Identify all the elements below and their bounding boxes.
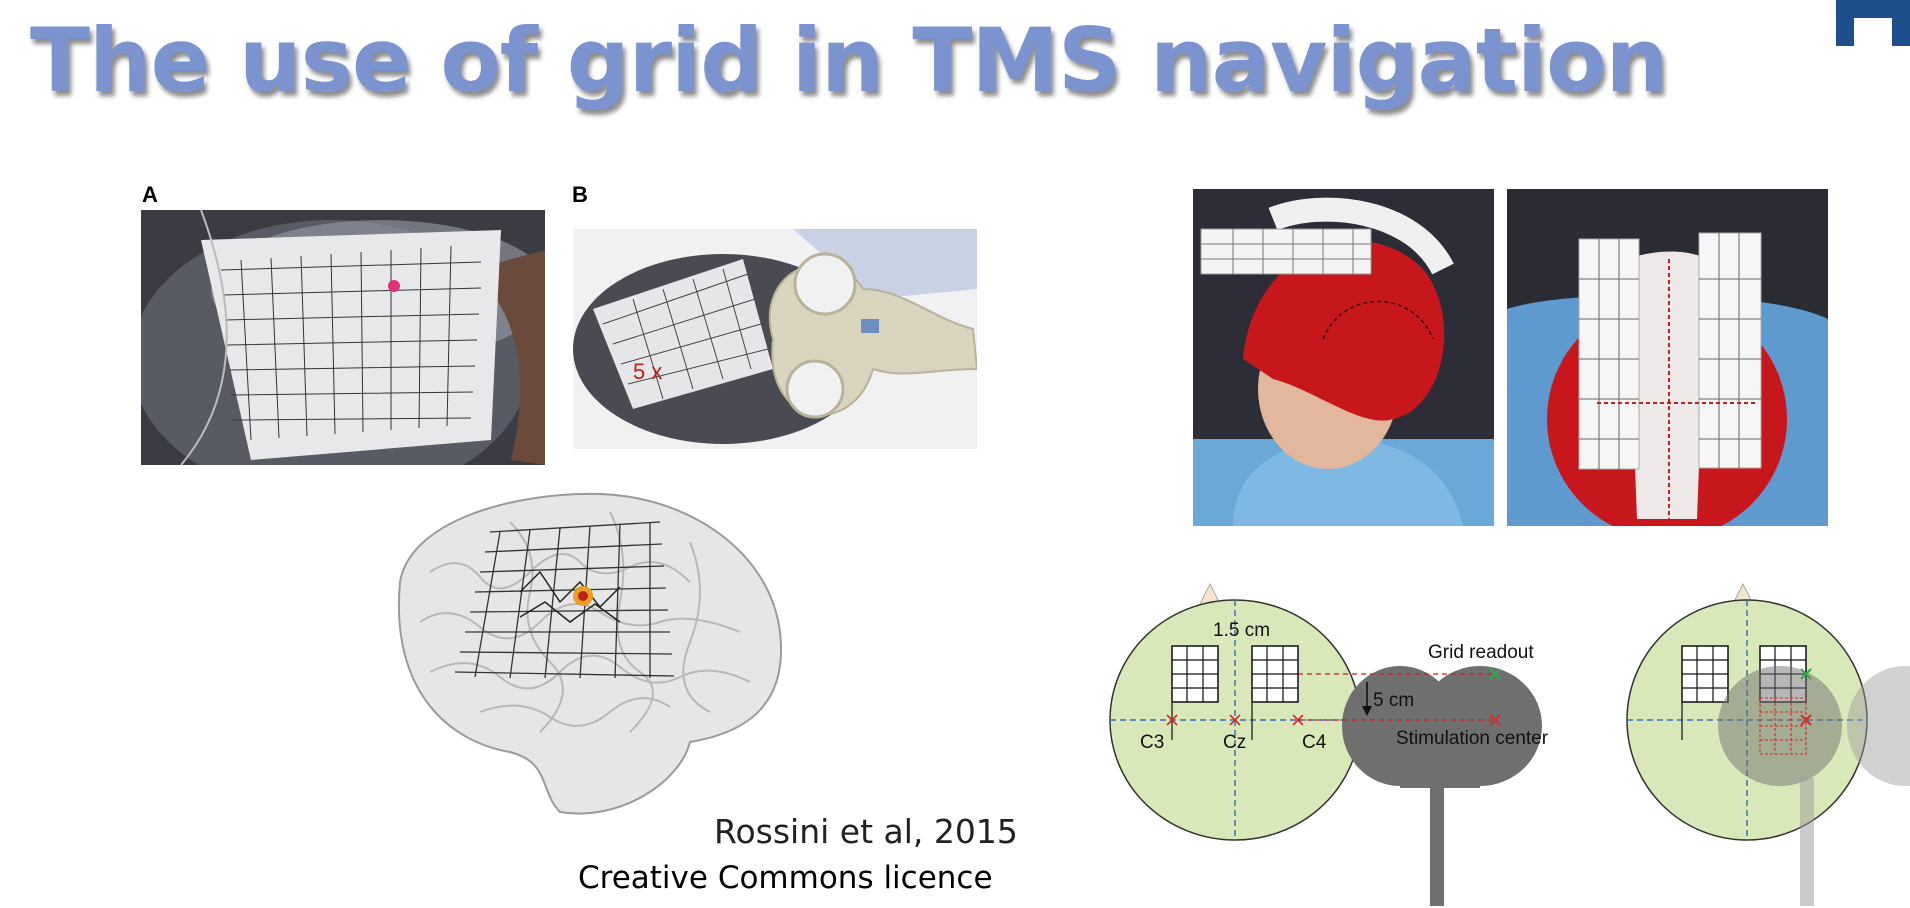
grid-lines — [220, 245, 482, 441]
photo-red-cap-side — [1193, 189, 1494, 526]
photo-coil-over-grid: 5 x — [573, 229, 977, 449]
panel-label-b: B — [572, 182, 588, 207]
coil-schematic: 5 cm Grid readout Stimulation center — [1298, 642, 1549, 906]
photo-grid-top-view — [1507, 189, 1828, 526]
head-schematic-right — [1626, 582, 1910, 906]
target-marker — [388, 280, 400, 292]
panel-label-a: A — [142, 182, 158, 207]
citation-licence: Creative Commons licence — [578, 860, 993, 896]
stimulation-center-label: Stimulation center — [1396, 728, 1549, 749]
slide-title: The use of grid in TMS navigation — [30, 9, 1668, 112]
electrode-c3: C3 — [1140, 732, 1164, 753]
height-label: 5 cm — [1373, 690, 1414, 711]
university-logo — [1836, 0, 1910, 46]
electrode-c4: C4 — [1302, 732, 1327, 753]
svg-text:5 x: 5 x — [633, 359, 662, 384]
citation-source: Rossini et al, 2015 — [714, 812, 1018, 851]
distance-label: 1.5 cm — [1213, 620, 1270, 641]
photo-grid-on-head — [141, 210, 545, 465]
grid-readout-label: Grid readout — [1428, 642, 1534, 663]
brain-render-with-grid — [390, 492, 790, 822]
electrode-cz: Cz — [1223, 732, 1246, 753]
head-schematic-left: 1.5 cm C3 Cz C4 — [1109, 582, 1361, 841]
grid-readout-diagram: 1.5 cm C3 Cz C4 5 cm Grid readout Stimul… — [1109, 582, 1910, 906]
